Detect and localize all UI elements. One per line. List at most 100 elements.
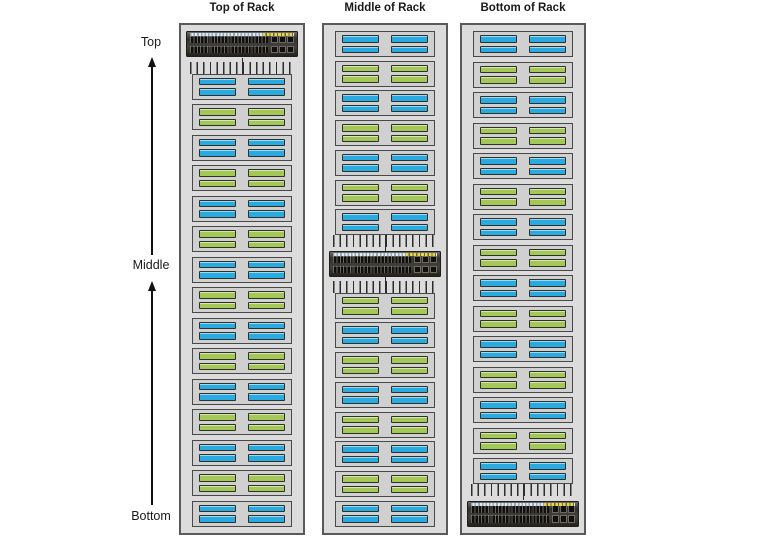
server-bar [342,104,379,113]
server-bar [199,393,236,401]
server-bar [480,106,517,115]
server-bar [529,187,566,196]
server-node-blue [192,500,292,527]
server-bar [391,515,428,523]
server-bar [199,210,236,218]
server-bar [199,230,236,238]
switch-uplink-ports [414,255,438,264]
server-slot [181,256,303,283]
server-bar [248,362,285,371]
server-bar [248,210,285,218]
server-bar [342,35,379,43]
server-slot [462,214,584,241]
rack-title-top-of-rack: Top of Rack [209,2,275,14]
server-node-blue [192,256,292,283]
switch-led-strip [406,253,436,256]
switch-ports [333,255,411,264]
server-slot [324,60,446,87]
server-bar [480,45,517,53]
server-bar [199,321,236,330]
switch-uplink-ports [552,505,576,513]
axis-arrow-upper [147,57,156,255]
switch-port-row [190,45,295,53]
server-node-blue [473,31,573,57]
server-bar [248,423,285,432]
server-slot [324,471,446,498]
server-slot [462,397,584,424]
axis-label-middle: Middle [132,258,170,272]
server-slot [324,381,446,408]
server-bar [342,396,379,404]
server-bar [248,515,285,523]
server-bar [199,77,236,86]
server-bar [248,382,285,391]
server-node-blue [335,209,435,236]
server-bar [342,445,379,453]
server-bar [199,199,236,208]
server-bar [342,94,379,102]
server-bar [342,366,379,375]
server-bar [391,164,428,172]
server-bar [391,385,428,394]
switch-ports [471,515,549,523]
server-bar [248,199,285,208]
server-bar [391,396,428,404]
server-bar [248,240,285,249]
server-bar [529,137,566,145]
server-bar [391,326,428,334]
axis-arrow-lower [147,281,156,505]
server-slot [462,31,584,57]
server-bar [391,366,428,375]
switch-uplink-ports [271,35,295,43]
server-slot [462,122,584,149]
server-bar [248,179,285,188]
server-bar [199,260,236,269]
server-node-green [192,287,292,314]
server-bar [248,321,285,330]
server-slot [181,195,303,222]
server-bar [529,218,566,226]
server-node-blue [192,195,292,222]
server-bar [529,381,566,389]
server-bar [391,75,428,83]
server-bar [199,301,236,310]
server-slot [462,305,584,332]
server-slot [181,287,303,314]
server-bar [199,88,236,96]
switch-ports [333,265,411,274]
server-bar [342,45,379,53]
server-slot [324,500,446,527]
server-bar [342,504,379,513]
server-node-green [335,60,435,87]
server-node-green [473,366,573,393]
server-bar [391,104,428,113]
server-node-blue [473,92,573,119]
server-bar [391,124,428,132]
server-slot [181,134,303,161]
server-node-blue [192,317,292,344]
server-bar [342,153,379,162]
server-bar [342,326,379,334]
server-slot [462,92,584,119]
server-slot [324,352,446,379]
switch-ports [190,45,268,53]
server-slot [181,500,303,527]
server-bar [529,350,566,359]
server-bar [529,248,566,257]
server-bar [391,183,428,192]
server-bar [199,362,236,371]
network-switch [467,500,579,527]
switch-uplink-ports [414,265,438,274]
server-bar [248,443,285,452]
server-bar [391,223,428,232]
server-bar [529,96,566,104]
server-bar [199,240,236,249]
server-bar [248,77,285,86]
server-bar [391,153,428,162]
server-node-blue [192,134,292,161]
rack-frame-middle-of-rack [322,23,448,535]
server-bar [391,194,428,202]
server-bar [480,96,517,104]
server-bar [529,106,566,115]
